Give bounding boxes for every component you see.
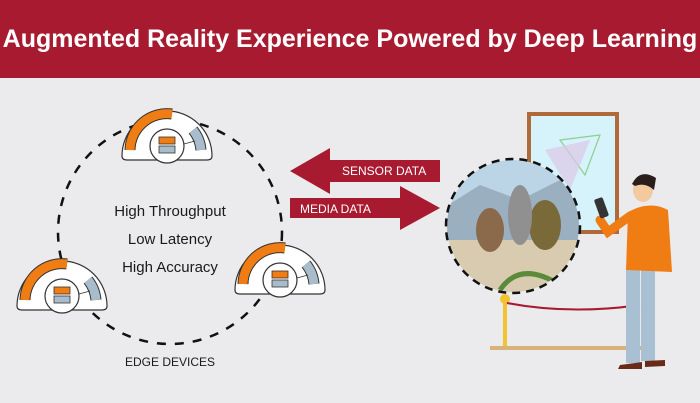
sensor-data-label: SENSOR DATA	[342, 164, 427, 178]
media-data-arrow	[290, 186, 440, 230]
feature-high-throughput: High Throughput	[114, 203, 226, 220]
ar-view-ring	[444, 157, 582, 295]
sensor-data-arrow	[290, 148, 440, 194]
page-title: Augmented Reality Experience Powered by …	[2, 24, 698, 53]
edge-device-icon	[122, 111, 212, 163]
feature-high-accuracy: High Accuracy	[122, 259, 218, 276]
person-with-phone-icon	[594, 174, 672, 369]
media-data-label: MEDIA DATA	[300, 202, 371, 216]
edge-devices-label: EDGE DEVICES	[124, 355, 216, 369]
feature-low-latency: Low Latency	[127, 231, 213, 248]
header-banner: Augmented Reality Experience Powered by …	[0, 0, 700, 78]
velvet-rope-barrier-icon	[490, 294, 650, 350]
ar-dinosaur-scene-image	[447, 160, 579, 292]
